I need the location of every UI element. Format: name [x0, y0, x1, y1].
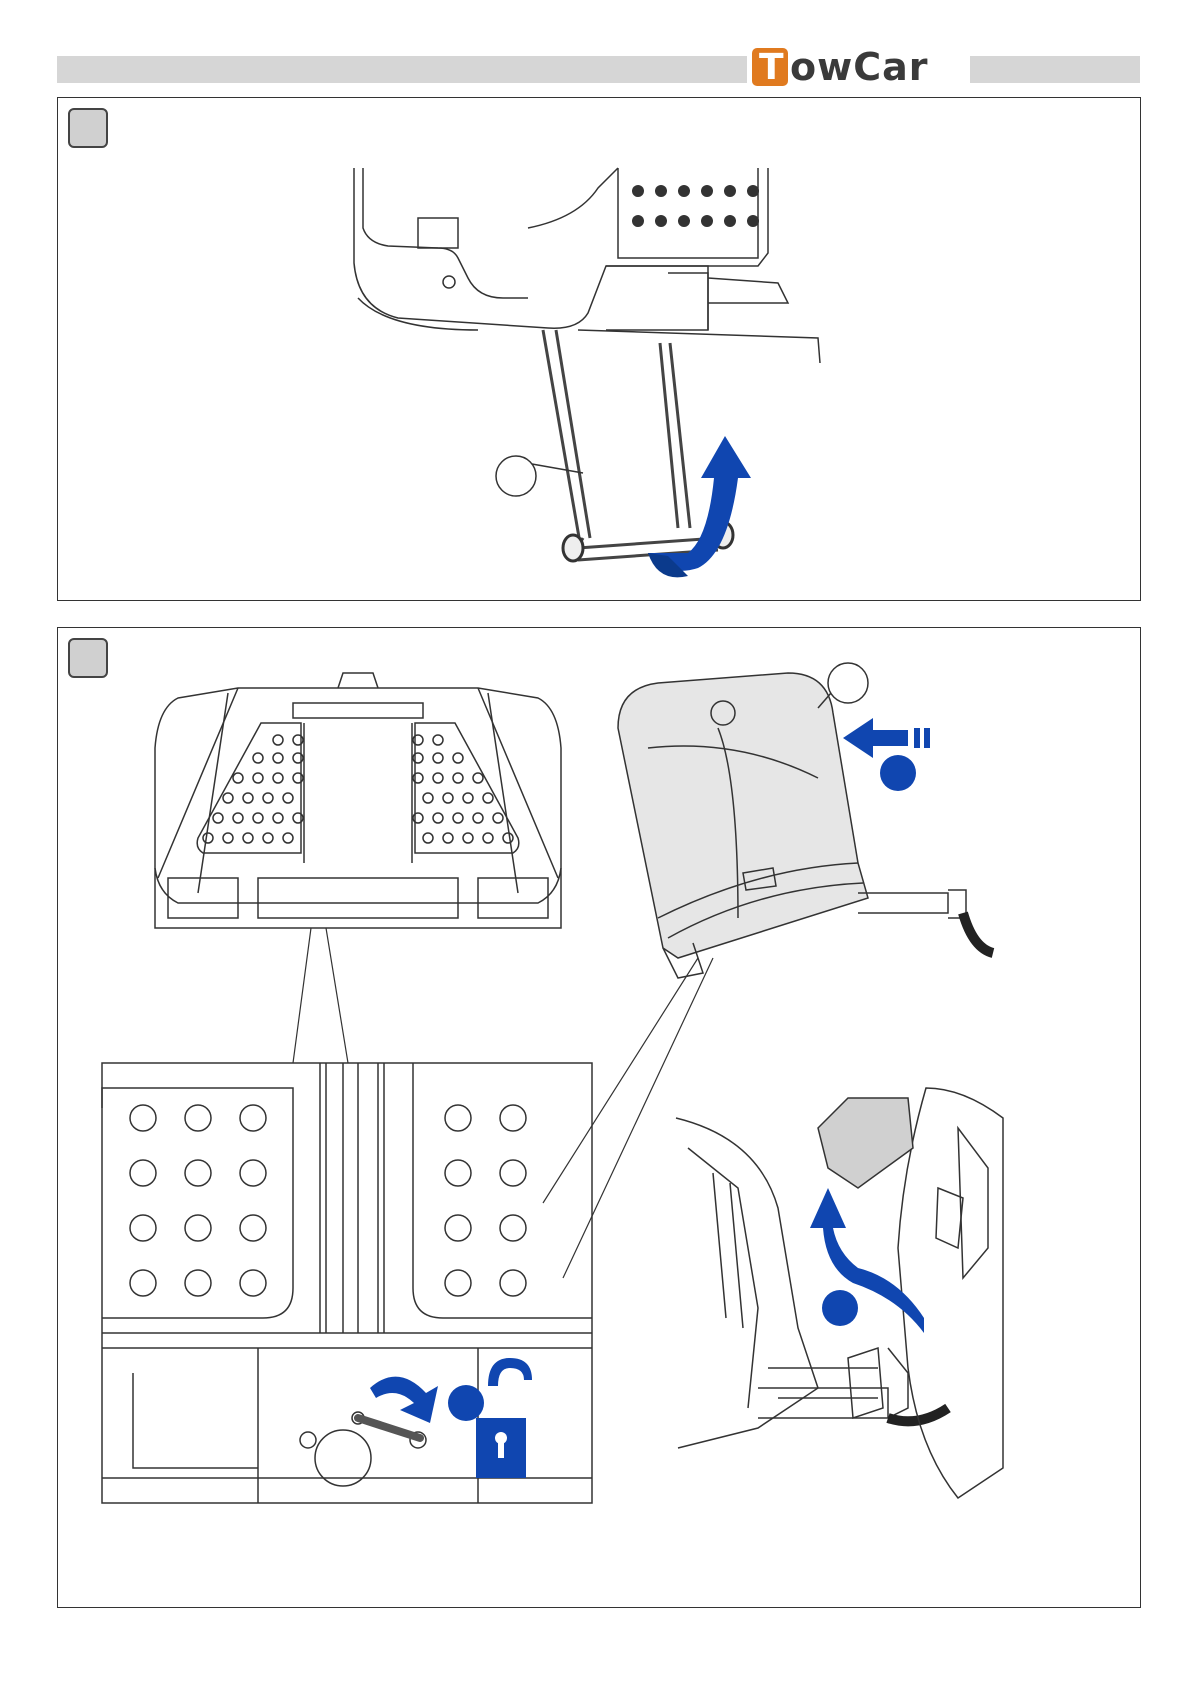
step-panel-1	[57, 97, 1141, 601]
rotate-up-arrow-icon	[648, 436, 751, 577]
box-front-view-icon	[155, 673, 561, 928]
header-bar-right	[970, 56, 1140, 83]
step-panel-2	[57, 627, 1141, 1608]
support-leg-fold-icon	[58, 98, 1140, 600]
logo-mark: T	[752, 48, 788, 86]
header-bar-left	[57, 56, 747, 83]
lock-release-icon	[370, 1377, 484, 1423]
logo-letter: T	[759, 47, 784, 88]
towcar-logo: T owCar	[752, 44, 962, 90]
padlock-open-icon	[476, 1358, 532, 1478]
panel-2-illustration	[58, 628, 1140, 1607]
push-arrow-icon	[843, 718, 930, 791]
lift-arrow-icon	[810, 1188, 924, 1333]
logo-text: owCar	[790, 45, 928, 89]
